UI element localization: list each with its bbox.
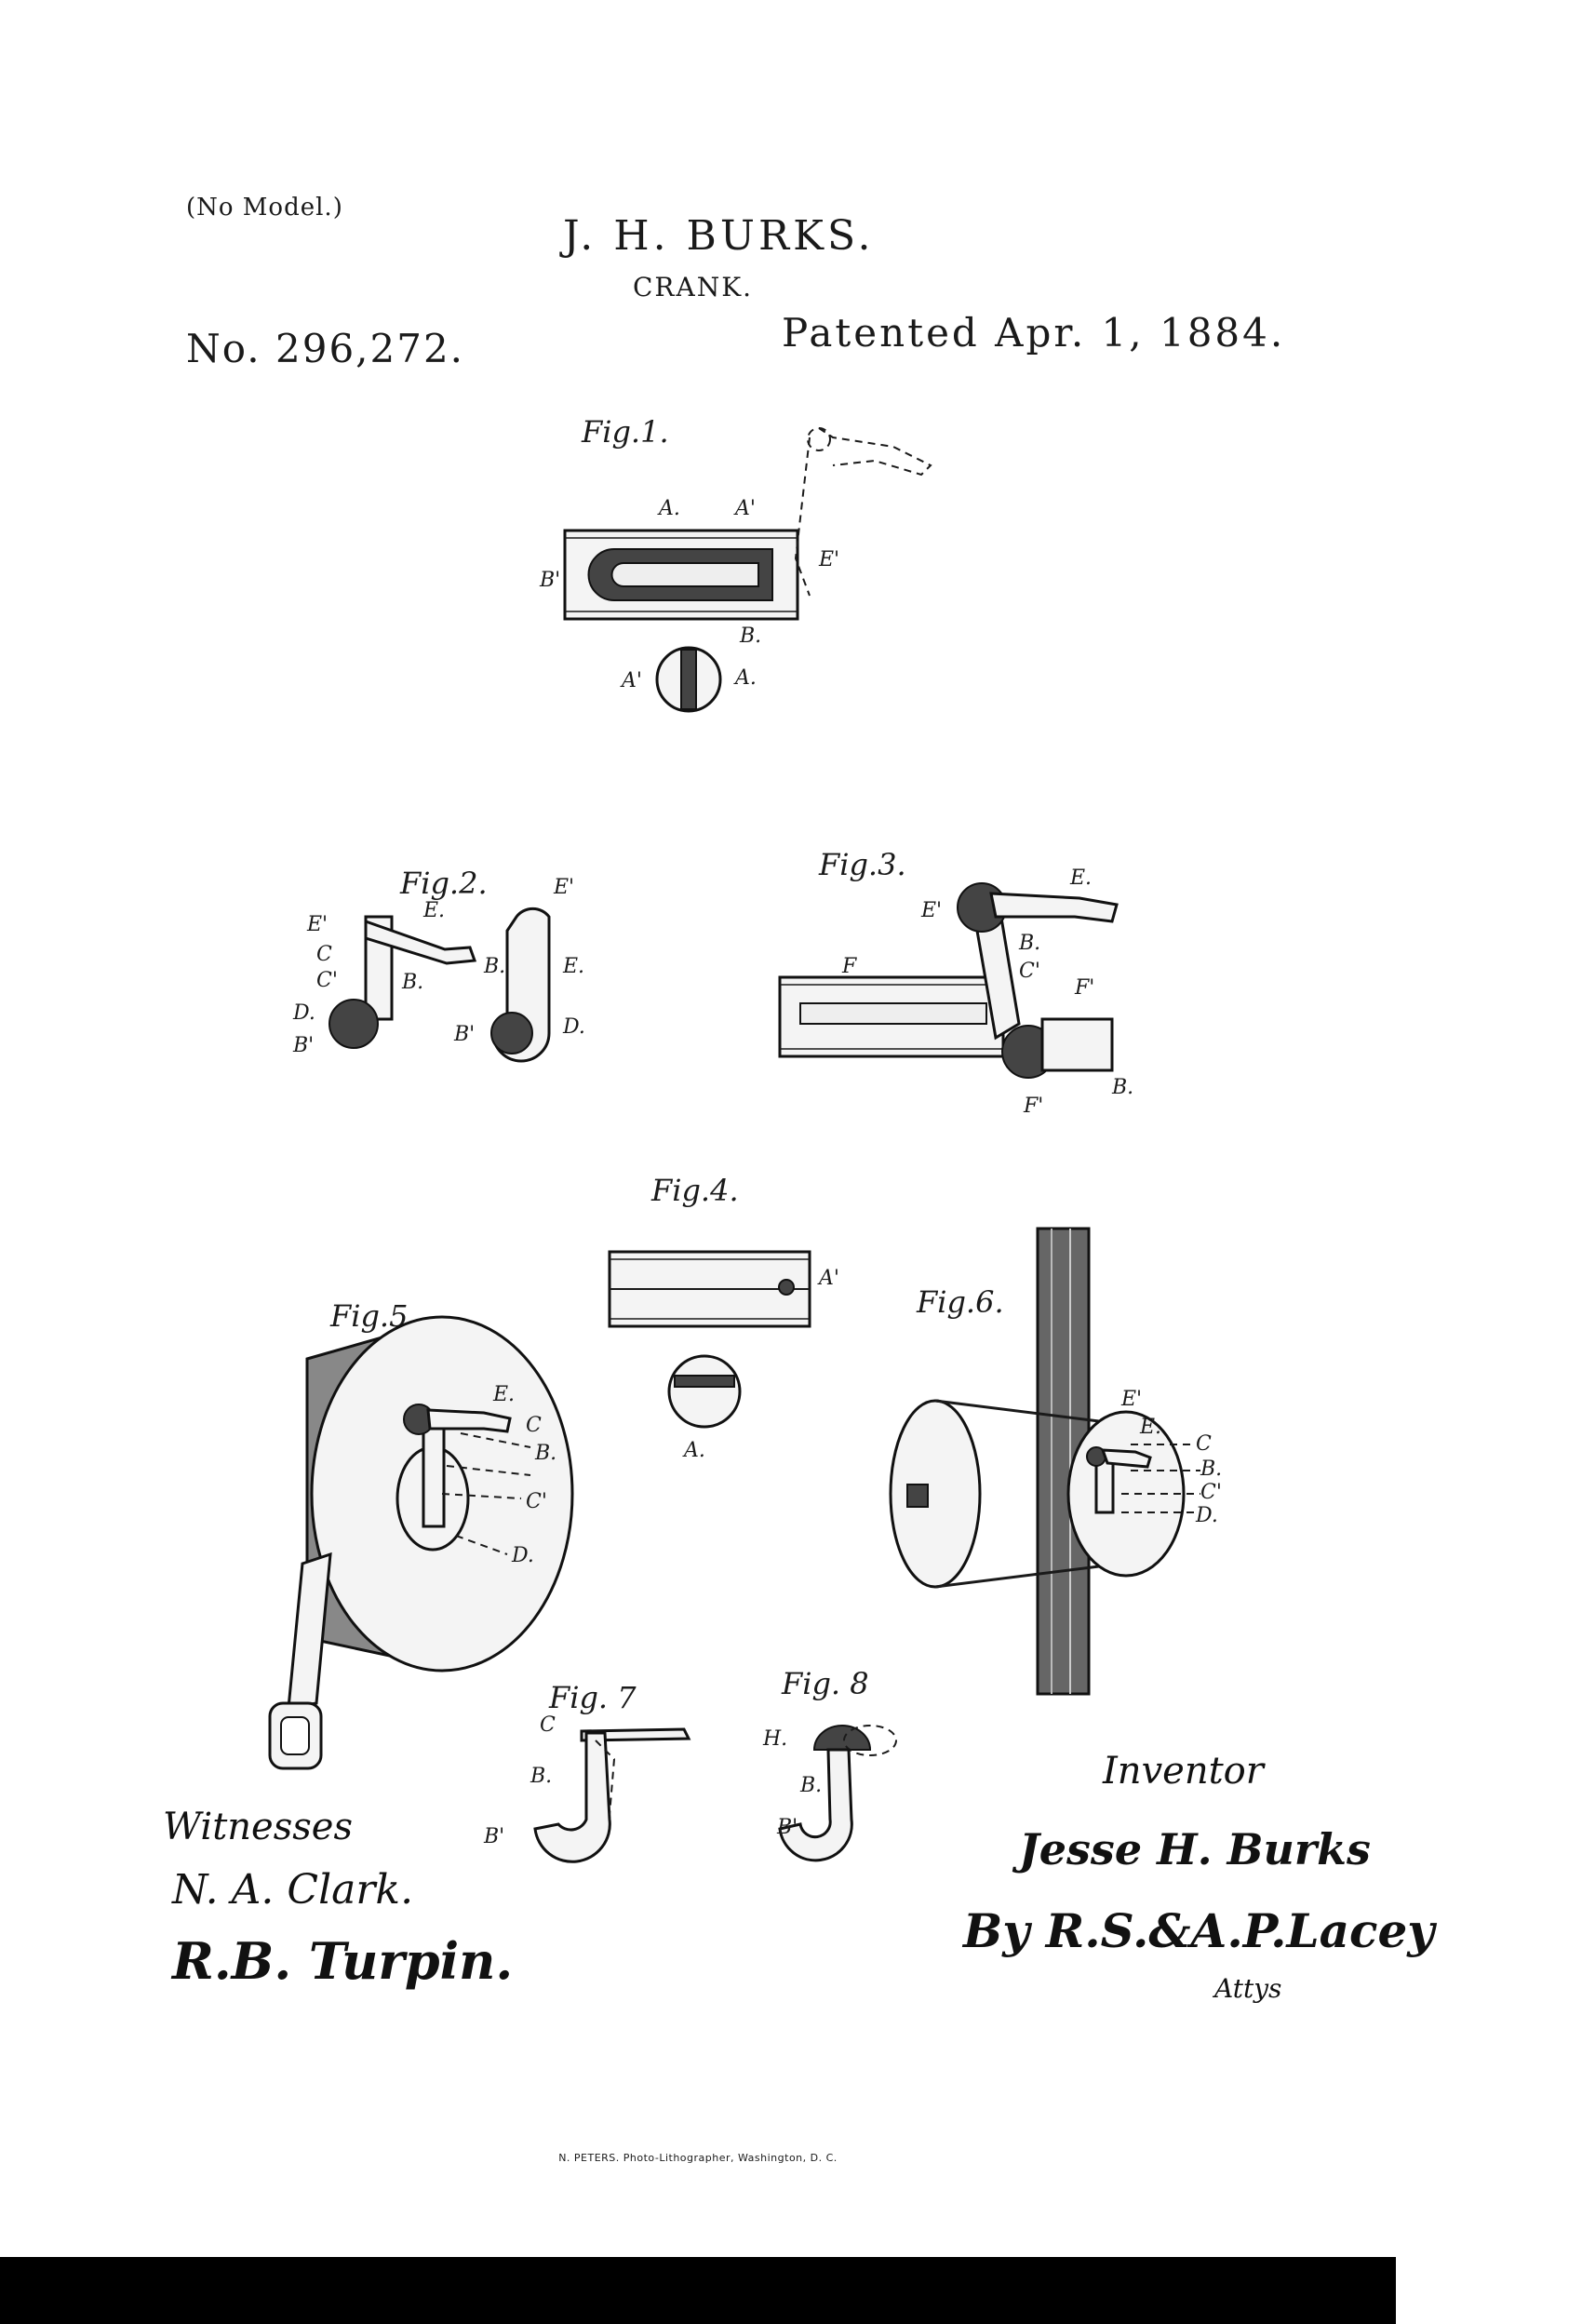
fig2-right-letter-b: B.: [483, 955, 505, 978]
fig6-label: Fig.6.: [916, 1284, 1004, 1320]
inventor-label: Inventor: [1103, 1750, 1264, 1793]
fig7-letter-b-prime: B': [483, 1825, 504, 1848]
fig5-drawing: Fig.5. E. C B. C' D.: [268, 1298, 574, 1770]
patent-title: CRANK.: [633, 272, 754, 302]
fig6-letter-d: D.: [1195, 1504, 1218, 1527]
fig1-letter-a-prime: A': [733, 497, 756, 520]
scan-edge-margin: [1396, 2257, 1582, 2324]
inventor-name: J. H. BURKS.: [563, 212, 875, 260]
fig3-letter-b-bottom: B.: [1111, 1076, 1133, 1099]
fig4-letter-a-prime: A': [817, 1267, 839, 1290]
fig3-letter-f-prime: F': [1074, 976, 1094, 1000]
fig8-letter-h: H.: [762, 1727, 787, 1751]
fig2-letter-b-prime: B': [292, 1034, 314, 1057]
witness-signature-2: R.B. Turpin.: [172, 1931, 514, 1991]
fig3-letter-c-prime: C': [1019, 960, 1040, 983]
patent-date: Patented Apr. 1, 1884.: [782, 310, 1286, 356]
fig6-drawing: Fig.6. E' E. C B. C' D.: [889, 1227, 1222, 1696]
fig4-letter-a: A.: [682, 1439, 705, 1462]
fig5-letter-b: B.: [534, 1442, 556, 1465]
fig6-letter-b: B.: [1200, 1458, 1222, 1481]
fig6-letter-c: C: [1196, 1432, 1212, 1456]
fig8-letter-b-prime: B': [776, 1816, 798, 1839]
fig1-end-letter-a: A.: [733, 666, 757, 690]
fig1-letter-b-prime: B': [539, 569, 560, 592]
fig2-letter-c-prime: C': [316, 969, 338, 992]
fig2-letter-c: C: [316, 943, 332, 966]
fig2-letter-e-prime-top: E': [553, 876, 574, 899]
fig8-drawing: Fig. 8 H. B. B': [762, 1666, 897, 1862]
fig2-right-letter-d: D.: [562, 1015, 585, 1039]
lithographer-imprint: N. PETERS. Photo-Lithographer, Washingto…: [558, 2152, 838, 2164]
fig3-letter-e: E.: [1069, 866, 1092, 890]
attorney-label: Attys: [1214, 1973, 1282, 2004]
fig2-letter-b: B.: [401, 971, 423, 994]
fig5-letter-c: C: [526, 1414, 542, 1437]
fig2-letter-d: D.: [292, 1001, 315, 1025]
fig3-letter-b: B.: [1018, 932, 1040, 955]
fig3-letter-f-prime-bottom: F': [1023, 1095, 1043, 1118]
model-note: (No Model.): [186, 194, 343, 222]
fig2-right-letter-b-prime: B': [453, 1023, 475, 1046]
fig5-letter-c-prime: C': [526, 1490, 547, 1513]
fig2-letter-e: E.: [422, 899, 445, 922]
fig8-letter-b: B.: [799, 1774, 822, 1797]
fig4-drawing: Fig.4. A' A.: [608, 1173, 839, 1462]
fig3-letter-f: F: [841, 955, 857, 978]
fig1-letter-a: A.: [657, 497, 680, 520]
fig4-label: Fig.4.: [650, 1173, 739, 1208]
fig1-drawing: Fig.1. A. A' B' E' B. A' A.: [539, 414, 932, 713]
fig8-label: Fig. 8: [781, 1666, 869, 1701]
fig6-letter-e-prime: E': [1120, 1388, 1142, 1411]
patent-number: No. 296,272.: [186, 326, 465, 371]
fig3-label: Fig.3.: [818, 847, 906, 882]
fig3-letter-e-prime: E': [920, 899, 942, 922]
fig7-label: Fig. 7: [548, 1680, 637, 1715]
fig1-end-letter-a-prime: A': [620, 669, 642, 692]
fig7-drawing: Fig. 7 C B. B': [483, 1680, 691, 1863]
fig2-letter-e-prime: E': [306, 913, 328, 936]
fig6-letter-e: E.: [1139, 1416, 1161, 1439]
fig7-letter-b: B.: [530, 1765, 552, 1788]
fig2-label: Fig.2.: [399, 866, 488, 901]
fig1-label: Fig.1.: [581, 414, 669, 450]
scan-edge-band: [0, 2257, 1396, 2324]
fig2-right-letter-e: E.: [562, 955, 584, 978]
fig1-letter-b: B.: [739, 625, 761, 648]
attorney-signature: By R.S.&A.P.Lacey: [963, 1903, 1435, 1958]
fig2-drawing: Fig.2. E' E' E. C C' B. D. B' B. E. B' D…: [292, 866, 585, 1063]
fig3-drawing: Fig.3. E. E' B. C' F F' F' B.: [778, 847, 1133, 1118]
inventor-signature: Jesse H. Burks: [1019, 1824, 1371, 1874]
fig1-letter-e-prime: E': [818, 548, 839, 571]
fig7-letter-c: C: [540, 1713, 556, 1737]
fig5-letter-d: D.: [511, 1544, 534, 1567]
witnesses-label: Witnesses: [163, 1806, 353, 1848]
fig5-letter-e: E.: [492, 1383, 515, 1406]
fig6-letter-c-prime: C': [1200, 1481, 1222, 1504]
witness-signature-1: N. A. Clark.: [172, 1866, 414, 1914]
